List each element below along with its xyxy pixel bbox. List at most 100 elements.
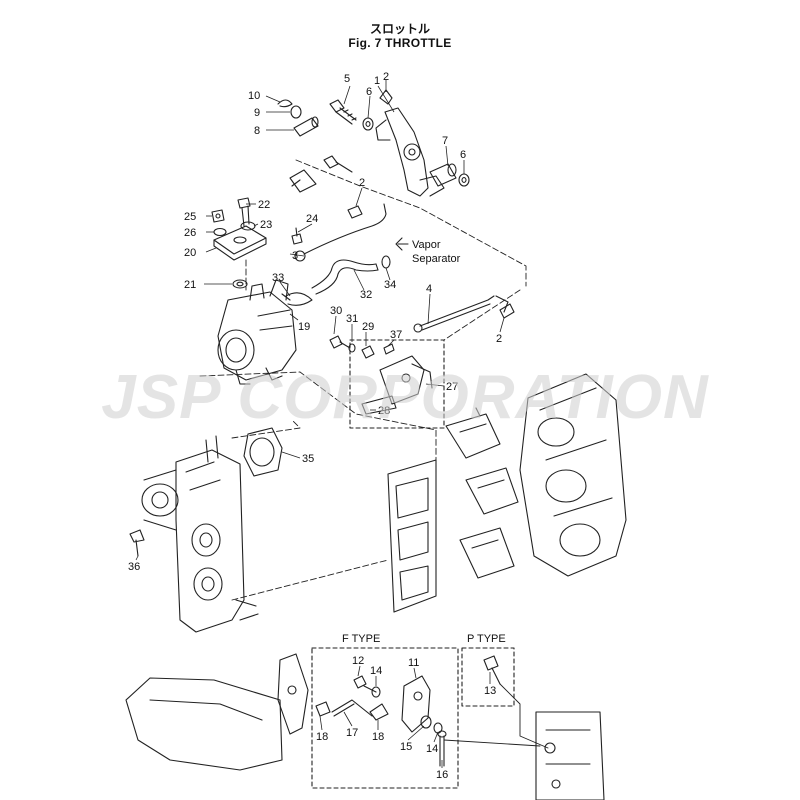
callout-12: 12 <box>352 655 364 667</box>
reed-valve-plate <box>387 459 437 613</box>
callout-14-top: 14 <box>370 665 382 677</box>
clip-part-34 <box>381 255 391 269</box>
clip-part-2-top <box>379 89 393 105</box>
leader-p-type <box>443 683 549 749</box>
nut-part-25 <box>211 209 225 223</box>
washer-part-31 <box>348 343 356 353</box>
clamp-part-33 <box>281 292 313 306</box>
clip-part-10 <box>277 99 293 108</box>
callout-labels: 1 2 5 6 10 9 8 7 6 2 22 25 23 26 24 20 3… <box>128 71 502 781</box>
callout-21: 21 <box>184 279 196 291</box>
screw-part-24 <box>291 227 303 245</box>
callout-36: 36 <box>128 561 140 573</box>
callout-34: 34 <box>384 279 396 291</box>
throttle-body-part-19 <box>217 279 297 385</box>
vapor-label-line1: Vapor <box>412 239 441 251</box>
washer-part-9 <box>290 105 302 119</box>
f-type-box <box>311 647 459 789</box>
clip-part-18b <box>369 703 389 721</box>
p-type-box <box>461 647 515 707</box>
bolt-part-13 <box>483 655 501 685</box>
callout-13: 13 <box>484 685 496 697</box>
washer-part-14a <box>371 686 381 698</box>
bolt-part-12 <box>353 675 377 693</box>
spring-part-37 <box>383 343 395 355</box>
reed-valve-3 <box>459 527 515 579</box>
callout-31: 31 <box>346 313 358 325</box>
vapor-label-line2: Separator <box>412 253 461 265</box>
washer-part-21 <box>232 279 248 289</box>
callout-14-bottom: 14 <box>426 743 438 755</box>
reed-valve-2 <box>465 467 519 515</box>
callout-2-mid: 2 <box>359 177 365 189</box>
washer-part-6 <box>362 117 374 131</box>
callout-37: 37 <box>390 329 402 341</box>
throttle-arm-part <box>375 107 445 197</box>
callout-22: 22 <box>258 199 270 211</box>
callout-2-right: 2 <box>496 333 502 345</box>
collar-part-7 <box>429 163 457 187</box>
clip-part-2-mid <box>347 205 363 219</box>
callout-17: 17 <box>346 727 358 739</box>
callout-29: 29 <box>362 321 374 333</box>
f-type-title: F TYPE <box>342 633 380 645</box>
callout-6-right: 6 <box>460 149 466 161</box>
callout-33: 33 <box>272 272 284 284</box>
callout-30: 30 <box>330 305 342 317</box>
callout-8: 8 <box>254 125 260 137</box>
hose-part-32 <box>311 259 379 295</box>
figure-title: Fig. 7 THROTTLE <box>348 36 452 50</box>
callout-26: 26 <box>184 227 196 239</box>
collar-part-18a <box>315 701 331 717</box>
assembly-guide-lines <box>199 159 527 601</box>
bolt-part-5 <box>329 99 357 125</box>
link-rod-part-3 <box>294 203 387 262</box>
callout-16: 16 <box>436 769 448 781</box>
lower-bracket-right <box>535 711 605 800</box>
callout-18-right: 18 <box>372 731 384 743</box>
callout-9: 9 <box>254 107 260 119</box>
vapor-separator-label: Vapor Separator <box>412 239 461 265</box>
callout-10: 10 <box>248 90 260 102</box>
callout-28: 28 <box>378 405 390 417</box>
callout-leaders <box>135 80 505 768</box>
pin-part-16 <box>437 730 447 767</box>
vapor-arrow-icon <box>395 237 409 251</box>
callout-3: 3 <box>292 250 298 262</box>
lever-part-11 <box>401 675 431 733</box>
washer-part-15 <box>420 715 432 729</box>
link-part-17 <box>331 699 373 717</box>
collar-part-8 <box>293 116 319 137</box>
intake-manifold-left <box>141 435 259 633</box>
callout-19: 19 <box>298 321 310 333</box>
link-screw <box>289 155 353 193</box>
gasket-part-35 <box>243 427 283 477</box>
callout-20: 20 <box>184 247 196 259</box>
callout-1: 1 <box>374 75 380 87</box>
collar-part-29 <box>361 345 375 359</box>
callout-5: 5 <box>344 73 350 85</box>
washer-part-23 <box>240 221 256 231</box>
lever-assembly-part-27 <box>361 355 433 415</box>
figure-title-japanese: スロットル <box>369 22 430 36</box>
p-type-title: P TYPE <box>467 633 506 645</box>
callout-6-top: 6 <box>366 86 372 98</box>
link-rod-part-4 <box>413 295 509 333</box>
plate-part-20 <box>213 225 267 261</box>
callout-23: 23 <box>260 219 272 231</box>
clip-part-2-right <box>499 303 515 319</box>
lower-cowling-left <box>125 653 309 771</box>
washer-part-26 <box>213 227 227 237</box>
callout-2-top: 2 <box>383 71 389 83</box>
callout-4: 4 <box>426 283 432 295</box>
callout-11: 11 <box>408 657 419 669</box>
callout-7: 7 <box>442 135 448 147</box>
callout-24: 24 <box>306 213 318 225</box>
bolt-part-36 <box>129 529 145 557</box>
washer-part-6b <box>458 173 470 187</box>
crankcase-right <box>519 373 627 577</box>
screw-part-30 <box>329 335 351 349</box>
reed-valve-1 <box>445 407 501 459</box>
